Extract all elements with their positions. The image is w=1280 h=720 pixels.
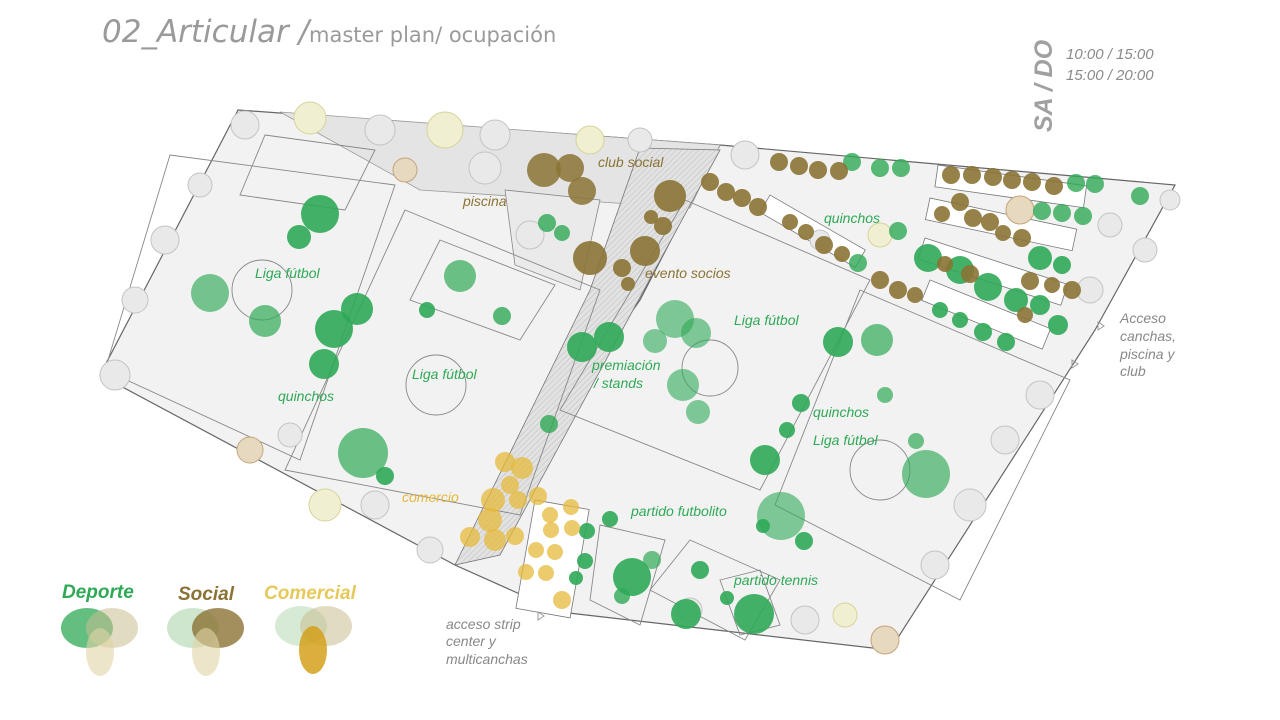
legend-comercial-label: Comercial xyxy=(264,583,357,604)
label-evento-socios: evento socios xyxy=(645,265,731,281)
plan-labels: club social piscina evento socios quinch… xyxy=(255,154,1176,667)
background-trees xyxy=(99,101,1181,655)
label-quinchos-left: quinchos xyxy=(278,388,334,404)
legend-social-label: Social xyxy=(178,584,235,605)
label-comercio: comercio xyxy=(402,489,459,505)
legend-comercial-icon xyxy=(275,606,352,674)
label-piscina: piscina xyxy=(462,193,507,209)
legend-deporte-label: Deporte xyxy=(62,582,134,603)
access-arrows xyxy=(537,321,1105,621)
label-acceso-strip-3: multicanchas xyxy=(446,651,528,667)
label-stands: / stands xyxy=(593,375,643,391)
label-acceso-club-1: Acceso xyxy=(1119,310,1166,326)
deporte-occupancy xyxy=(191,153,1149,634)
time-slot-1: 10:00 / 15:00 xyxy=(1066,46,1154,63)
page-title: 02_Articular /master plan/ ocupación xyxy=(102,14,556,50)
label-liga-futbol-1: Liga fútbol xyxy=(255,265,320,281)
label-acceso-club-3: piscina y xyxy=(1119,346,1175,362)
label-quinchos-top: quinchos xyxy=(824,210,880,226)
comercial-occupancy xyxy=(460,452,580,609)
legend-social-icon xyxy=(167,608,244,676)
label-acceso-club-4: club xyxy=(1120,363,1146,379)
legend: Deporte Social Comercial xyxy=(61,582,357,676)
legend-deporte-icon xyxy=(61,608,138,676)
label-partido-tennis: partido tennis xyxy=(733,572,818,588)
label-liga-futbol-2: Liga fútbol xyxy=(412,366,477,382)
label-premiacion: premiación xyxy=(591,357,661,373)
social-occupancy xyxy=(527,153,1081,323)
label-liga-futbol-3: Liga fútbol xyxy=(734,312,799,328)
schedule-times: 10:00 / 15:00 15:00 / 20:00 xyxy=(1066,44,1154,86)
title-sub: master plan/ ocupación xyxy=(309,23,557,47)
label-acceso-club-2: canchas, xyxy=(1120,328,1176,344)
time-slot-2: 15:00 / 20:00 xyxy=(1066,67,1154,84)
label-acceso-strip-1: acceso strip xyxy=(446,616,521,632)
label-club-social: club social xyxy=(598,154,664,170)
label-partido-futbolito: partido futbolito xyxy=(630,503,727,519)
label-acceso-strip-2: center y xyxy=(446,633,497,649)
title-main: 02_Articular / xyxy=(102,14,310,50)
label-liga-futbol-4: Liga fútbol xyxy=(813,432,878,448)
label-quinchos-right: quinchos xyxy=(813,404,869,420)
